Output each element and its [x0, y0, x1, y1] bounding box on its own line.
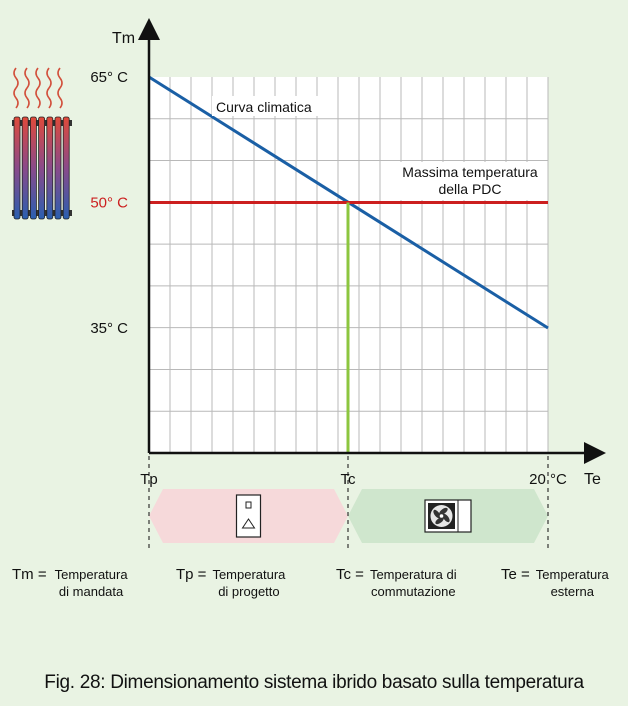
pdc-label-line2: della PDC: [438, 181, 501, 197]
legend-symbol: Tp =: [176, 566, 207, 583]
radiator-fin: [29, 116, 37, 220]
radiator-icon: [12, 67, 72, 220]
legend-item-tc: Tc = Temperatura di commutazione: [336, 566, 457, 600]
y-axis-arrow: [138, 18, 160, 40]
legend-symbol: Tc =: [336, 566, 364, 583]
curve-label-bg: [212, 96, 318, 116]
heat-pump-icon: [424, 499, 472, 533]
radiator-fin: [21, 116, 29, 220]
pdc-label-bg: [394, 162, 546, 200]
legend-description: Temperatura di mandata: [54, 567, 128, 599]
legend-item-tm: Tm = Temperatura di mandata: [12, 566, 128, 600]
x-axis-arrow: [584, 442, 606, 464]
x-tick-label: Tp: [140, 471, 158, 488]
legend-symbol: Tm =: [12, 566, 47, 583]
legend-item-te: Te = Temperatura esterna: [501, 566, 609, 600]
radiator-fin: [46, 116, 54, 220]
series-layer: [148, 75, 549, 453]
legend: Tm = Temperatura di mandata Tp = Tempera…: [0, 566, 628, 616]
heat-wave: [46, 67, 52, 109]
pdc-label-line1: Massima temperatura: [402, 164, 538, 180]
heat-wave: [57, 67, 63, 109]
temperature-zones: [148, 456, 549, 548]
legend-item-tp: Tp = Temperatura di progetto: [176, 566, 285, 600]
y-tick-label: 35° C: [90, 320, 128, 337]
curve-label: Curva climatica: [216, 99, 312, 115]
y-tick-labels: 65° C 50° C 35° C: [90, 69, 128, 337]
legend-symbol: Te =: [501, 566, 530, 583]
radiator-fin: [38, 116, 45, 220]
boiler-icon: [235, 494, 262, 538]
y-axis-label: Tm: [112, 30, 135, 47]
figure-caption: Fig. 28: Dimensionamento sistema ibrido …: [44, 672, 584, 693]
heat-wave: [35, 67, 41, 109]
y-tick-label: 65° C: [90, 69, 128, 86]
radiator-fin: [13, 116, 21, 220]
legend-description: Temperatura di commutazione: [369, 567, 457, 599]
heat-wave: [13, 67, 19, 109]
heat-wave: [24, 67, 30, 109]
radiator-fin: [62, 116, 70, 220]
x-tick-label: 20 °C: [529, 471, 567, 488]
legend-description: Temperatura di progetto: [212, 567, 286, 599]
x-axis-label: Te: [584, 471, 601, 488]
legend-description: Temperatura esterna: [535, 567, 609, 599]
x-tick-label: Tc: [341, 471, 357, 488]
y-tick-label: 50° C: [90, 195, 128, 212]
radiator-fin: [54, 116, 62, 220]
x-tick-labels: Tp Tc 20 °C: [140, 471, 567, 488]
